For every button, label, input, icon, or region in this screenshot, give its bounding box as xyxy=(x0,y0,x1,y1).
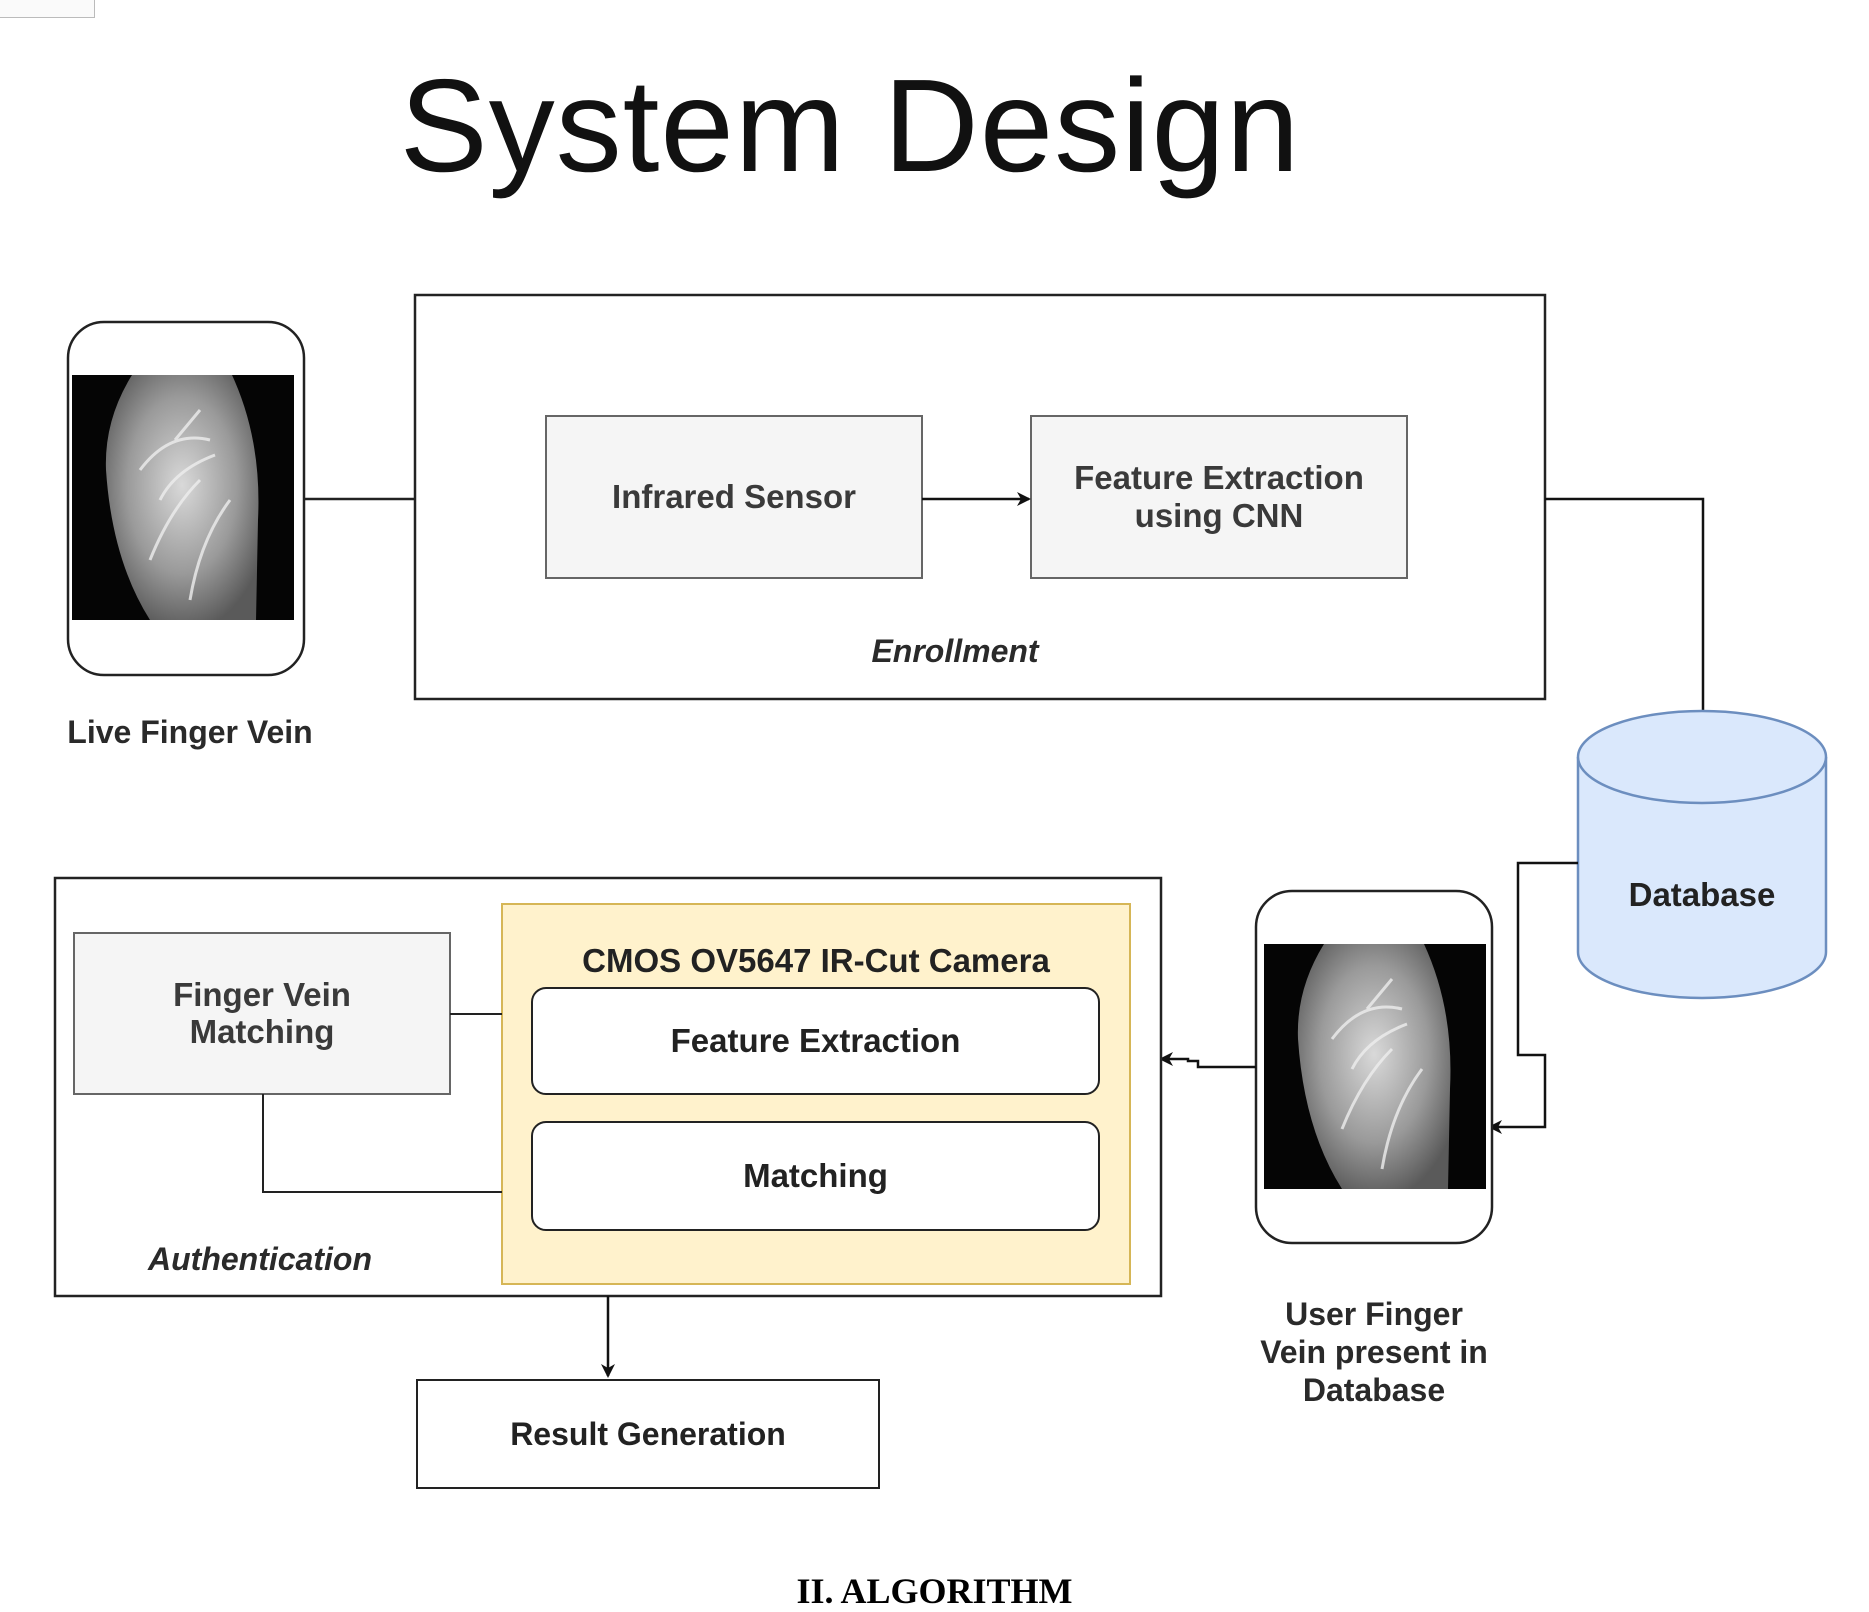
feature-extraction-label: Feature Extraction xyxy=(670,1022,961,1059)
infrared-sensor-box xyxy=(545,415,923,579)
enrollment-label: Enrollment xyxy=(871,633,1039,669)
database-cylinder xyxy=(1576,709,1828,1000)
matching-label: Matching xyxy=(743,1157,888,1194)
live-finger-vein-label: Live Finger Vein xyxy=(67,714,313,750)
finger-vein-matching-label: Finger Vein Matching xyxy=(173,975,351,1050)
infrared-sensor-label: Infrared Sensor xyxy=(612,478,856,515)
database-to-user-arrow xyxy=(1488,861,1578,1134)
result-generation-box xyxy=(416,1379,880,1489)
result-generation-label: Result Generation xyxy=(510,1415,786,1452)
user-finger-vein-label: User Finger Vein present in Database xyxy=(1260,1296,1488,1408)
feature-extraction-cnn-label: Feature Extraction using CNN xyxy=(1074,459,1364,534)
matching-box xyxy=(531,1121,1100,1231)
enrollment-to-database-arrow xyxy=(1545,497,1710,727)
section-heading: II. ALGORITHM xyxy=(796,1571,1073,1611)
feature-extraction-cnn-box xyxy=(1030,415,1408,579)
database-label: Database xyxy=(1628,876,1776,913)
corner-tab xyxy=(0,0,95,18)
live-finger-vein-image xyxy=(72,375,294,620)
user-finger-vein-image xyxy=(1264,944,1486,1189)
matching-loop-line xyxy=(262,1094,502,1193)
camera-label: CMOS OV5647 IR-Cut Camera xyxy=(582,942,1050,979)
feature-extraction-box xyxy=(531,987,1100,1095)
authentication-label: Authentication xyxy=(148,1241,372,1277)
page-title: System Design xyxy=(399,52,1301,199)
user-to-authentication-arrow xyxy=(1159,1052,1256,1069)
